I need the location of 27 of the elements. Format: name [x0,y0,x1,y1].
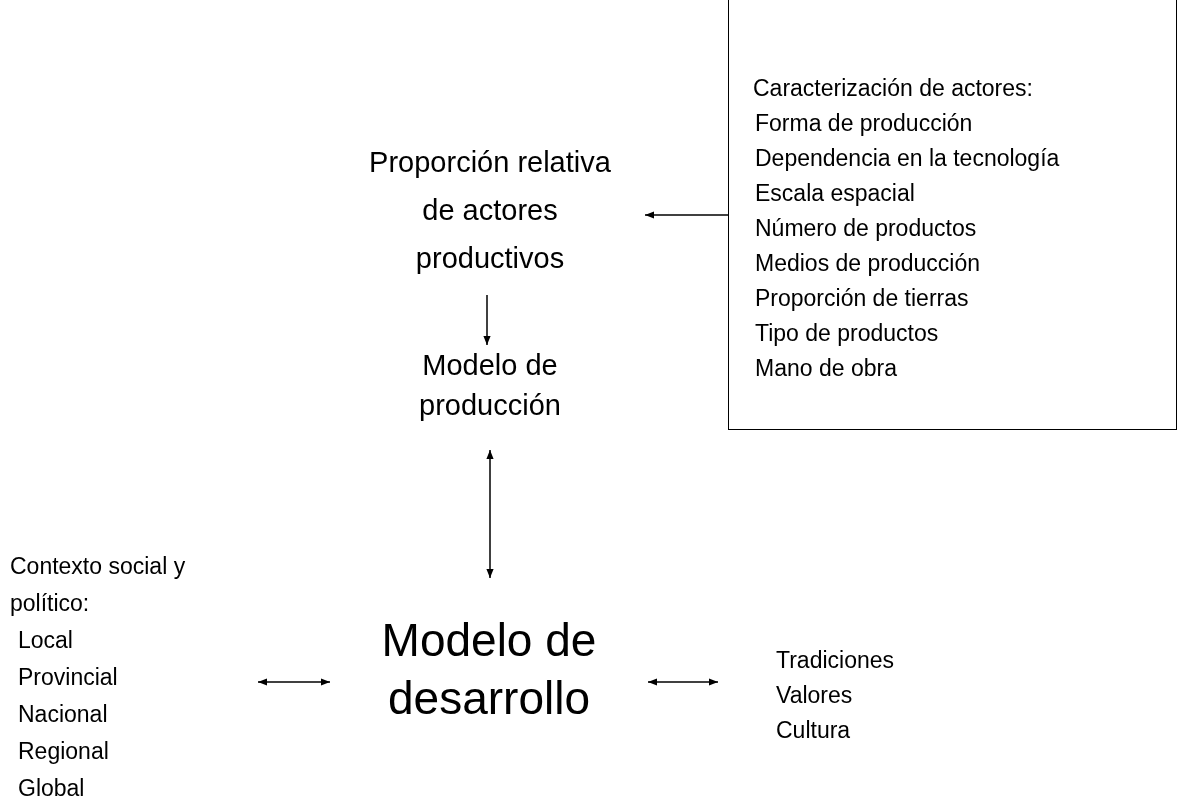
list-item: Local [17,626,73,655]
node-label: Modelo de desarrollo [380,613,598,726]
arrow [647,678,719,686]
list-item: Número de productos [754,213,977,243]
list-item: Tipo de productos [754,318,939,348]
info-box [728,0,1177,430]
heading: Caracterización de actores: [753,73,1033,103]
arrow [486,449,494,579]
list-item: Provincial [17,663,118,692]
arrow [257,678,331,686]
list-item: Valores [775,681,853,710]
list-item: Nacional [17,700,108,729]
node-label: Proporción relativa de actores productivos [368,145,612,276]
list-item: Escala espacial [754,178,915,208]
node-label: Modelo de producción [418,348,562,423]
arrow [644,211,729,219]
list-item: Medios de producción [754,248,981,278]
list-item: Cultura [775,716,851,745]
arrow [483,294,491,346]
list-item: Mano de obra [754,353,897,383]
list-item: Global [17,774,85,803]
list-item: Dependencia en la tecnología [754,143,1060,173]
heading: Contexto social y político: [10,552,187,618]
list-item: Forma de producción [754,108,973,138]
heading: Tradiciones [775,646,895,675]
list-item: Proporción de tierras [754,283,969,313]
list-item: Regional [17,737,109,766]
